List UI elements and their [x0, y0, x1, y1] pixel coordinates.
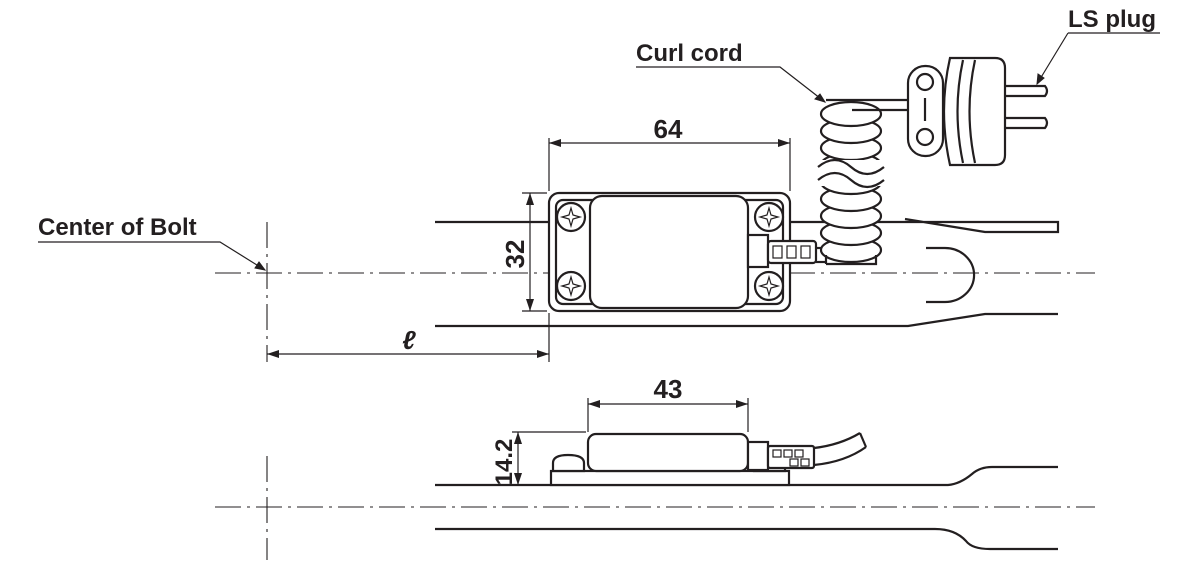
dimension-43-label: 43	[654, 374, 683, 404]
leaders-top	[38, 32, 1160, 271]
dimension-64-label: 64	[654, 114, 683, 144]
screw-icon	[753, 201, 785, 233]
screw-icon	[555, 270, 587, 302]
screw-icon	[753, 270, 785, 302]
top-view: LS plug Curl cord Center of Bolt 64 32 ℓ	[38, 6, 1160, 362]
dimension-32-label: 32	[500, 240, 530, 269]
dimension-43	[587, 398, 749, 432]
dimension-64	[548, 138, 791, 191]
screw-icon	[555, 201, 587, 233]
cable-connector-side	[746, 432, 868, 472]
base-plate-side	[549, 469, 791, 487]
dimension-l-label: ℓ	[402, 325, 416, 355]
curl-cord-label: Curl cord	[636, 40, 743, 67]
dimension-l	[267, 313, 550, 362]
side-view: 43 14.2	[215, 374, 1095, 560]
center-of-bolt-label: Center of Bolt	[38, 214, 197, 241]
housing-body-side	[586, 432, 750, 473]
dimension-14-2	[512, 431, 586, 485]
screw-head-icon	[551, 453, 586, 473]
sensor-housing-top	[547, 191, 792, 313]
dimension-32	[522, 192, 547, 312]
dimension-14-2-label: 14.2	[491, 439, 518, 486]
curl-cord	[815, 98, 912, 266]
ls-plug-label: LS plug	[1068, 6, 1156, 33]
wrench-shaft-side	[435, 465, 1058, 551]
ls-plug	[906, 56, 1049, 167]
cable-connector-top	[746, 233, 826, 269]
